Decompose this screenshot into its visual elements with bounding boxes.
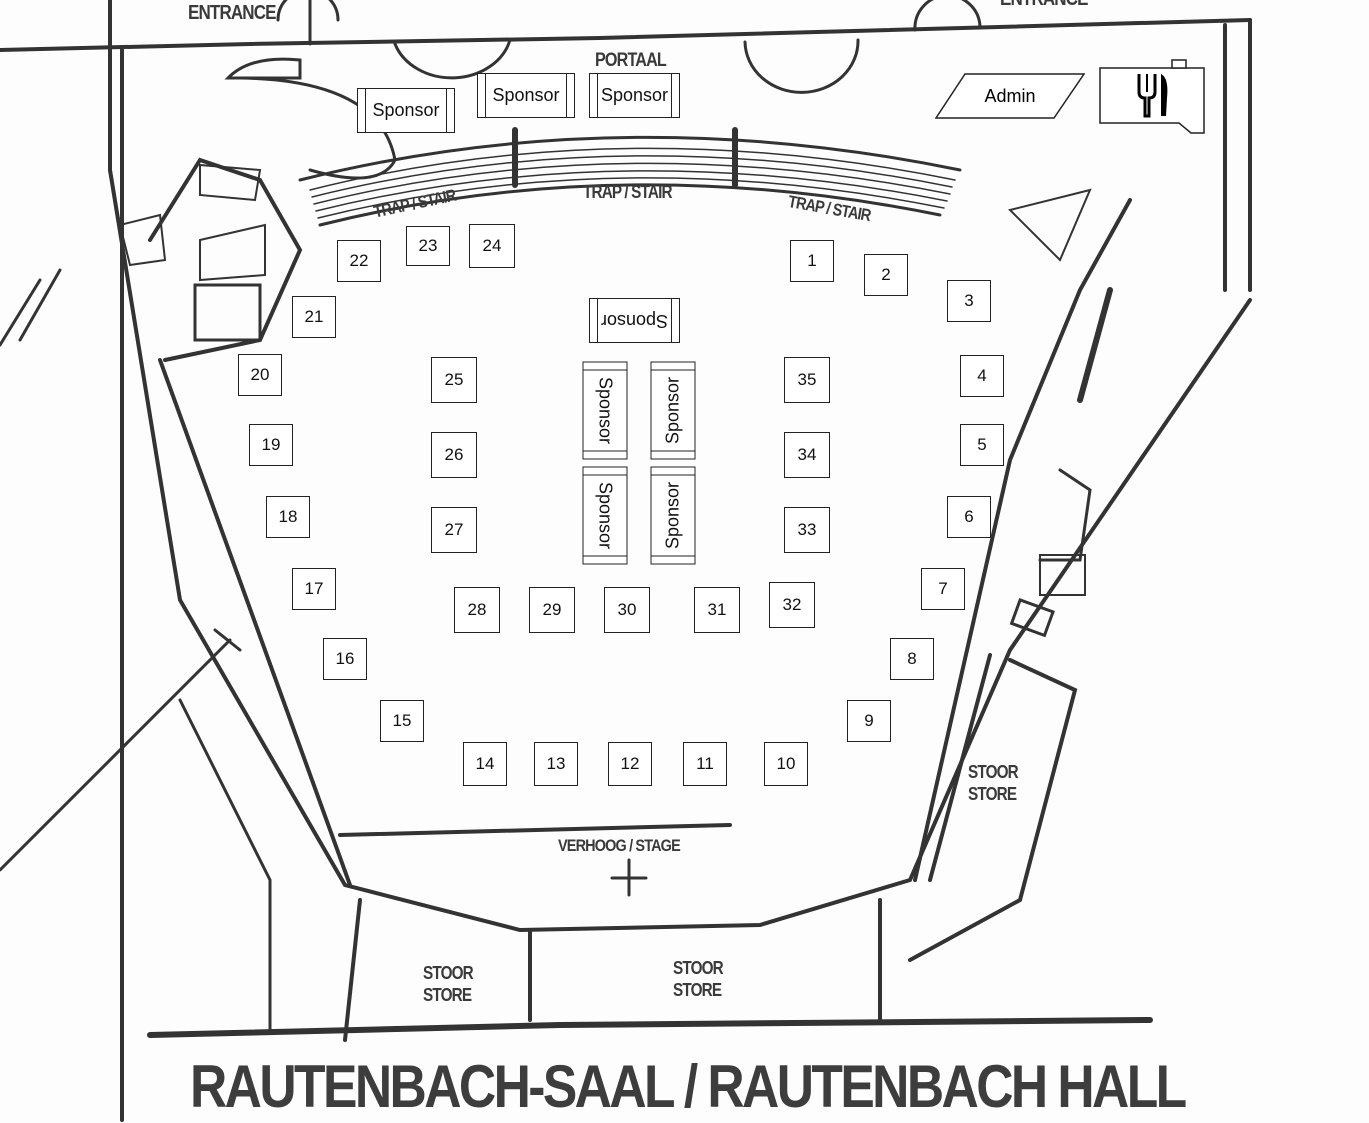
booth-6[interactable]: 6 <box>947 496 991 538</box>
portaal-label: PORTAAL <box>595 50 667 71</box>
booth-35[interactable]: 35 <box>784 357 830 403</box>
entrance-label: ENTRANCE <box>1000 0 1089 11</box>
stage-label: VERHOOG / STAGE <box>558 836 681 855</box>
booth-29[interactable]: 29 <box>529 587 575 633</box>
booth-21[interactable]: 21 <box>292 296 336 338</box>
booth-10[interactable]: 10 <box>764 742 808 786</box>
sponsor-booth[interactable]: Sponsor <box>582 361 628 460</box>
store-label: STORE <box>423 985 472 1005</box>
booth-28[interactable]: 28 <box>454 587 500 633</box>
booth-25[interactable]: 25 <box>431 357 477 403</box>
fork-knife-icon <box>1099 59 1205 134</box>
sponsor-booth[interactable]: Sponsor <box>650 466 696 565</box>
booth-26[interactable]: 26 <box>431 432 477 478</box>
booth-18[interactable]: 18 <box>266 496 310 538</box>
booth-31[interactable]: 31 <box>694 587 740 633</box>
booth-14[interactable]: 14 <box>463 742 507 786</box>
sponsor-booth[interactable]: Sponsor <box>589 298 680 343</box>
store-label: STOOR <box>968 762 1019 782</box>
store-label: STORE <box>673 980 722 1000</box>
admin-area[interactable]: Admin <box>935 73 1085 119</box>
sponsor-booth[interactable]: Sponsor <box>357 88 455 133</box>
booth-19[interactable]: 19 <box>249 424 293 466</box>
booth-22[interactable]: 22 <box>337 240 381 282</box>
booth-15[interactable]: 15 <box>380 700 424 742</box>
booth-8[interactable]: 8 <box>890 638 934 680</box>
admin-label: Admin <box>984 85 1036 106</box>
booth-4[interactable]: 4 <box>960 355 1004 397</box>
booth-33[interactable]: 33 <box>784 507 830 553</box>
booth-5[interactable]: 5 <box>960 424 1004 466</box>
booth-34[interactable]: 34 <box>784 432 830 478</box>
booth-12[interactable]: 12 <box>608 742 652 786</box>
booth-30[interactable]: 30 <box>604 587 650 633</box>
hall-title: RAUTENBACH-SAAL / RAUTENBACH HALL <box>190 1053 1187 1120</box>
stair-label: TRAP / STAIR <box>583 182 673 202</box>
booth-20[interactable]: 20 <box>238 354 282 396</box>
entrance-label: ENTRANCE <box>188 2 277 24</box>
booth-9[interactable]: 9 <box>847 700 891 742</box>
booth-17[interactable]: 17 <box>292 568 336 610</box>
catering-area[interactable] <box>1099 58 1207 135</box>
booth-16[interactable]: 16 <box>323 638 367 680</box>
booth-7[interactable]: 7 <box>921 568 965 610</box>
booth-24[interactable]: 24 <box>469 224 515 268</box>
booth-32[interactable]: 32 <box>769 582 815 628</box>
booth-13[interactable]: 13 <box>534 742 578 786</box>
store-label: STORE <box>968 784 1017 804</box>
booth-27[interactable]: 27 <box>431 507 477 553</box>
store-label: STOOR <box>673 958 724 978</box>
booth-11[interactable]: 11 <box>683 742 727 786</box>
booth-23[interactable]: 23 <box>406 226 450 266</box>
sponsor-booth[interactable]: Sponsor <box>477 73 575 118</box>
booth-2[interactable]: 2 <box>864 254 908 296</box>
booth-3[interactable]: 3 <box>947 280 991 322</box>
booth-1[interactable]: 1 <box>790 240 834 282</box>
store-label: STOOR <box>423 963 474 983</box>
sponsor-booth[interactable]: Sponsor <box>582 466 628 565</box>
sponsor-booth[interactable]: Sponsor <box>650 361 696 460</box>
sponsor-booth[interactable]: Sponsor <box>589 73 680 118</box>
admin-shape <box>935 73 1085 119</box>
